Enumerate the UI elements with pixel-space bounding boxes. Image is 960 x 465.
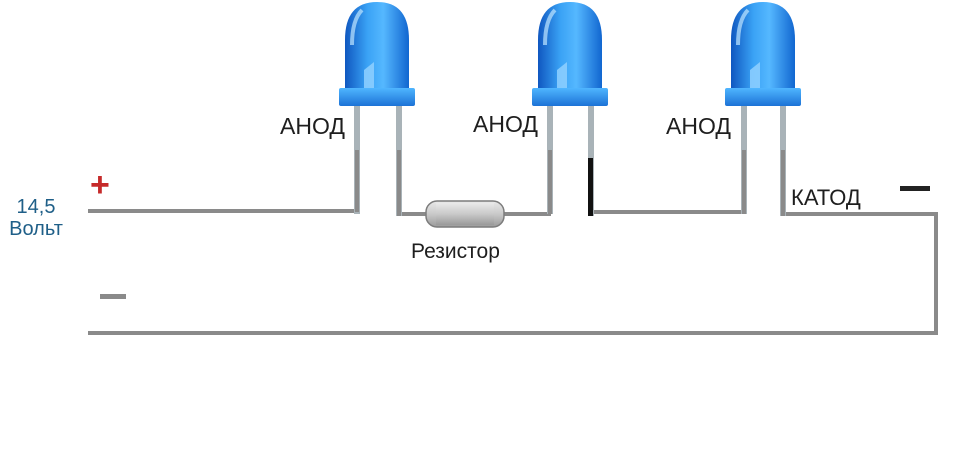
voltage-unit: Вольт xyxy=(9,218,63,240)
led-2-anode-label: АНОД xyxy=(473,111,538,137)
led-1 xyxy=(339,2,415,216)
led-2 xyxy=(532,2,608,216)
cathode-label: КАТОД xyxy=(791,185,861,210)
led-1-anode-label: АНОД xyxy=(280,113,345,139)
wires xyxy=(88,209,938,335)
voltage-label: 14,5 Вольт xyxy=(0,196,72,240)
led-3 xyxy=(725,2,801,216)
led-3-anode-label: АНОД xyxy=(666,113,731,139)
resistor-label: Резистор xyxy=(411,240,500,263)
voltage-value: 14,5 xyxy=(16,196,56,218)
cathode-wire xyxy=(88,212,938,335)
plus-sign: + xyxy=(90,166,110,204)
minus-sign-cathode xyxy=(900,186,930,191)
resistor xyxy=(425,200,505,228)
minus-sign-left xyxy=(100,294,126,299)
